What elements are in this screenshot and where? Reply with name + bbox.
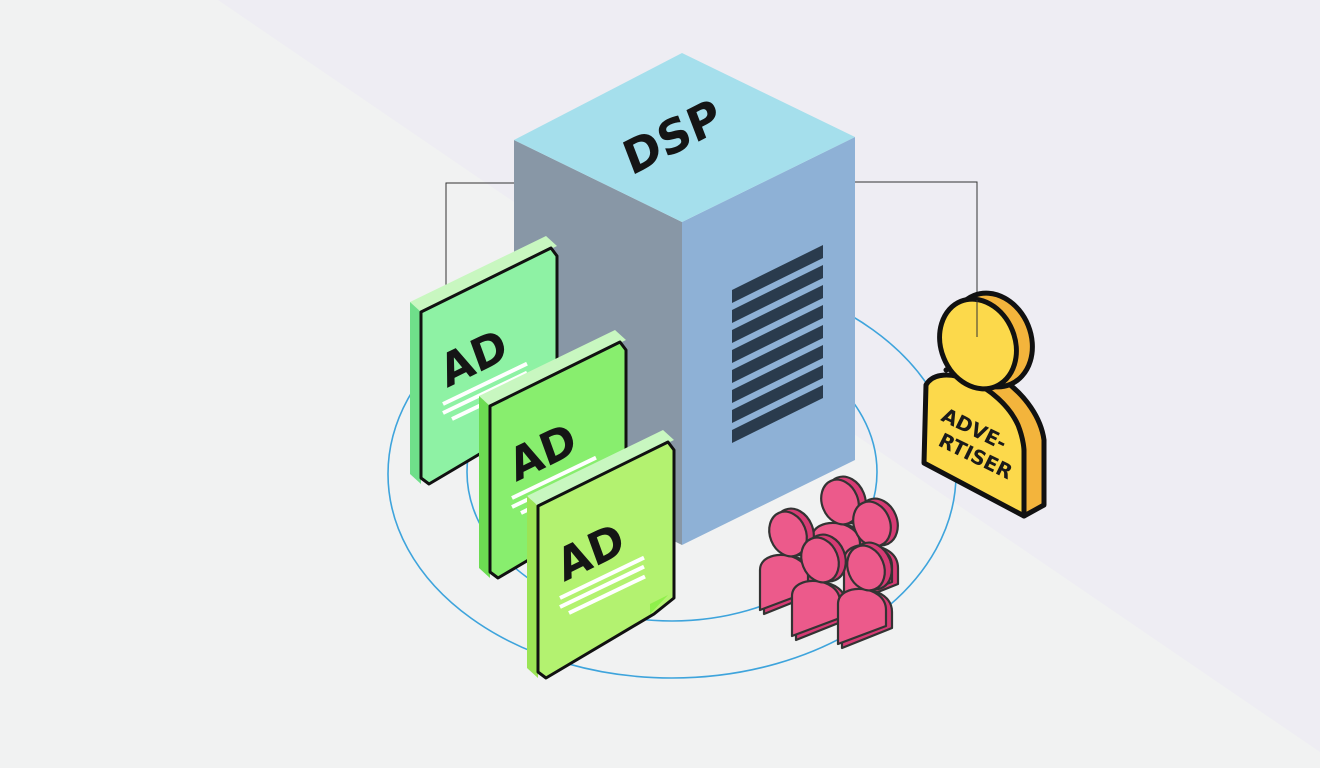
- ad-card-text-line: [559, 555, 645, 600]
- audience-head: [846, 544, 886, 592]
- audience-head: [852, 500, 892, 548]
- vent-stripe: [732, 245, 823, 303]
- ad-card-top-edge: [527, 430, 674, 506]
- vent-stripe: [732, 265, 823, 323]
- ad-card-text-line: [511, 455, 597, 500]
- audience-head: [800, 536, 840, 584]
- ad-card-text-line: [559, 564, 645, 609]
- audience-person: [790, 533, 848, 642]
- vent-stripe: [732, 325, 823, 383]
- vent-stripe: [732, 285, 823, 343]
- vent-stripe: [732, 345, 823, 403]
- vent-stripe: [732, 305, 823, 363]
- ad-card-face: [536, 440, 676, 680]
- ad-card-fold: [650, 595, 668, 614]
- vent-stripe: [732, 385, 823, 443]
- audience-person: [836, 541, 894, 650]
- ad-card-top-edge: [479, 330, 626, 406]
- advertiser-body: [921, 372, 1027, 519]
- advertiser-figure: ADVE- RTISER: [921, 290, 1047, 519]
- ad-card-side: [410, 302, 421, 484]
- audience-head: [820, 478, 860, 526]
- advertiser-head: [937, 296, 1019, 392]
- ad-card-top-edge: [410, 236, 557, 312]
- audience-head: [768, 510, 808, 558]
- ad-card-text-line: [442, 370, 528, 415]
- ad-card-side: [479, 396, 490, 578]
- ad-card-text-line: [568, 574, 646, 615]
- audience-group: [758, 475, 900, 650]
- ad-card-side: [527, 496, 538, 678]
- server-vent: [732, 245, 823, 443]
- connector-line-right: [845, 181, 978, 337]
- ad-card-text-line: [442, 361, 528, 406]
- server-top-face: [514, 53, 855, 222]
- ad-card: AD: [527, 430, 676, 680]
- vent-stripe: [732, 365, 823, 423]
